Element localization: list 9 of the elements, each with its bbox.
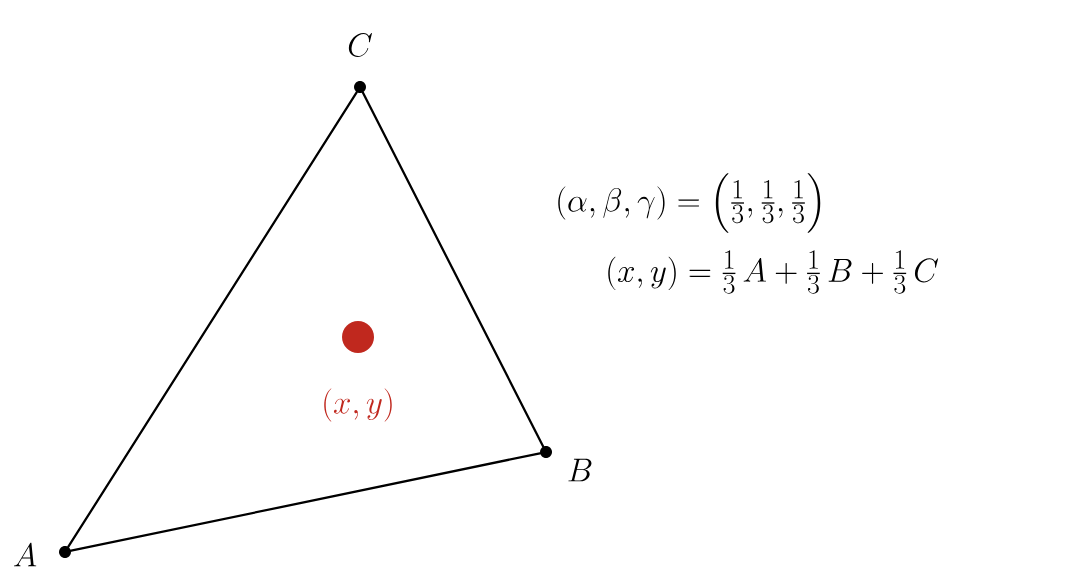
point-label: $A$ [13, 542, 37, 567]
triangle-side [361, 91, 545, 448]
formula: $(\alpha,\beta,\gamma) = \left(\tfrac{1}{3},\tfrac{1}{3},\tfrac{1}{3}\right)$ [558, 173, 821, 233]
formula: $(x,y) = \tfrac{1}{3}\,A + \tfrac{1}{3}\,B + \tfrac{1}{3}\,C$ [608, 250, 939, 294]
point-label: $C$ [348, 33, 372, 58]
point-label: $B$ [568, 458, 592, 482]
point-label: $(x,y)$ [324, 388, 392, 422]
triangle-side [67, 91, 358, 548]
triangle-side [70, 452, 541, 552]
